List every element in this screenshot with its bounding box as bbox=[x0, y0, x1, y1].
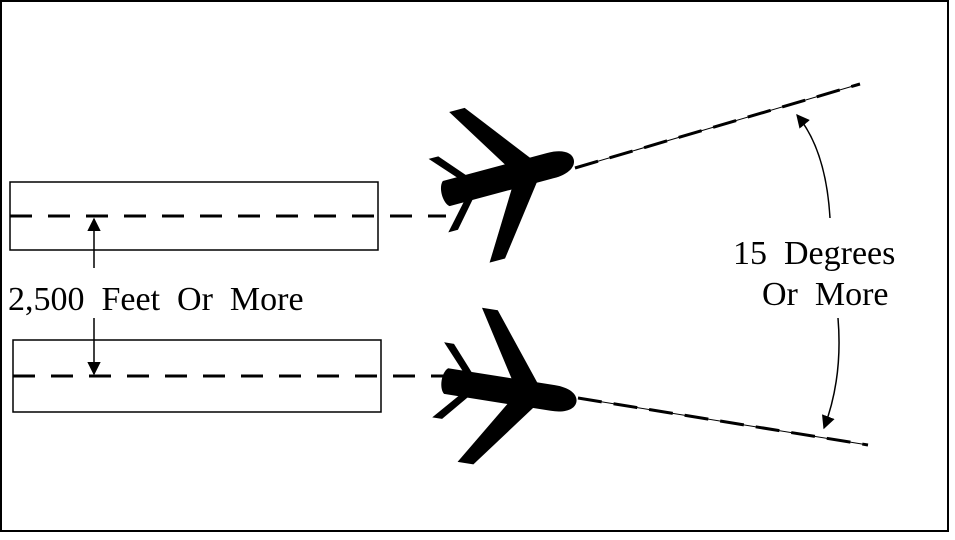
separation-label: 2,500 Feet Or More bbox=[8, 281, 304, 318]
angle-label-line2: Or More bbox=[762, 276, 889, 313]
lower-departure-track bbox=[577, 396, 869, 447]
diagram-border bbox=[0, 0, 949, 532]
angle-arc-upper bbox=[796, 113, 831, 219]
angle-arc-lower bbox=[822, 317, 840, 430]
upper-departure-track bbox=[574, 82, 861, 170]
lower-airplane-icon bbox=[425, 302, 589, 479]
angle-label-line1: 15 Degrees bbox=[733, 235, 895, 272]
upper-airplane-icon bbox=[418, 84, 594, 271]
